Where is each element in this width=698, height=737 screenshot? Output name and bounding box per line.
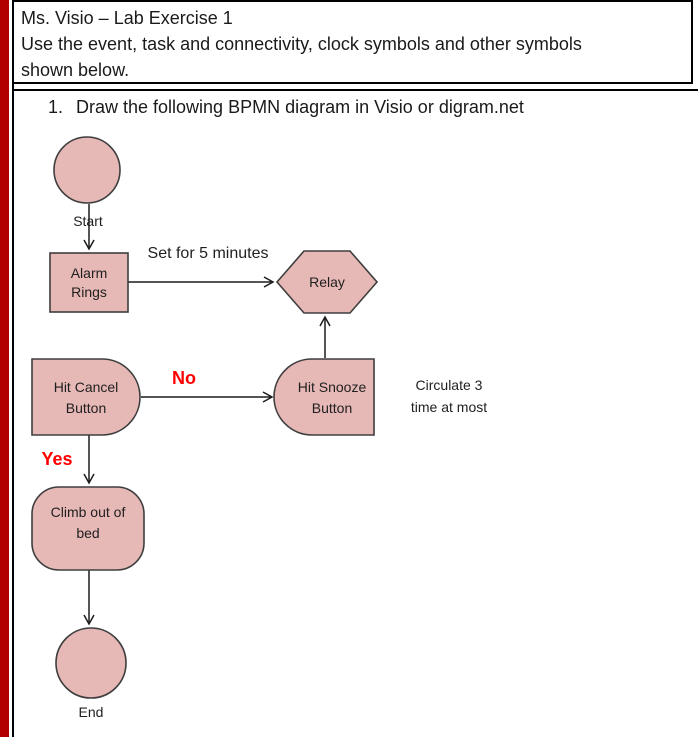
end-label: End bbox=[79, 704, 104, 720]
yes-branch-label: Yes bbox=[41, 449, 72, 469]
relay-label: Relay bbox=[309, 274, 345, 290]
alarm-rings-label-line2: Rings bbox=[71, 284, 107, 300]
section-divider bbox=[12, 89, 698, 91]
hit-cancel-label-line2: Button bbox=[66, 400, 106, 416]
start-event-circle[interactable] bbox=[53, 136, 121, 204]
climb-label-line1: Climb out of bbox=[51, 504, 126, 520]
hit-snooze-label-line1: Hit Snooze bbox=[298, 379, 367, 395]
alarm-rings-label-line1: Alarm bbox=[71, 265, 108, 281]
numbered-instruction: 1. Draw the following BPMN diagram in Vi… bbox=[48, 95, 524, 119]
document-title: Ms. Visio – Lab Exercise 1 bbox=[21, 8, 233, 28]
end-event-circle[interactable] bbox=[55, 627, 127, 699]
hit-cancel-label-line1: Hit Cancel bbox=[54, 379, 119, 395]
hit-snooze-delay-shape[interactable] bbox=[273, 358, 375, 436]
header-block: Ms. Visio – Lab Exercise 1 Use the event… bbox=[12, 0, 693, 84]
relay-hexagon[interactable] bbox=[275, 250, 379, 314]
header-instruction-line1: Use the event, task and connectivity, cl… bbox=[21, 34, 582, 54]
circulate-note-line2: time at most bbox=[411, 399, 487, 415]
start-label: Start bbox=[73, 213, 103, 229]
set-for-5-minutes-label: Set for 5 minutes bbox=[148, 245, 269, 262]
hit-cancel-delay-shape[interactable] bbox=[31, 358, 141, 436]
instruction-text: Draw the following BPMN diagram in Visio… bbox=[76, 97, 524, 117]
climb-label-line2: bed bbox=[76, 525, 99, 541]
hit-snooze-label-line2: Button bbox=[312, 400, 352, 416]
circulate-note-line1: Circulate 3 bbox=[416, 377, 483, 393]
no-branch-label: No bbox=[172, 368, 196, 388]
alarm-rings-task[interactable] bbox=[49, 252, 129, 313]
list-number: 1. bbox=[48, 97, 64, 117]
climb-out-of-bed-task[interactable] bbox=[31, 486, 145, 571]
table-left-border bbox=[12, 0, 14, 737]
header-instruction-line2: shown below. bbox=[21, 60, 130, 80]
page-accent-strip bbox=[0, 0, 9, 737]
